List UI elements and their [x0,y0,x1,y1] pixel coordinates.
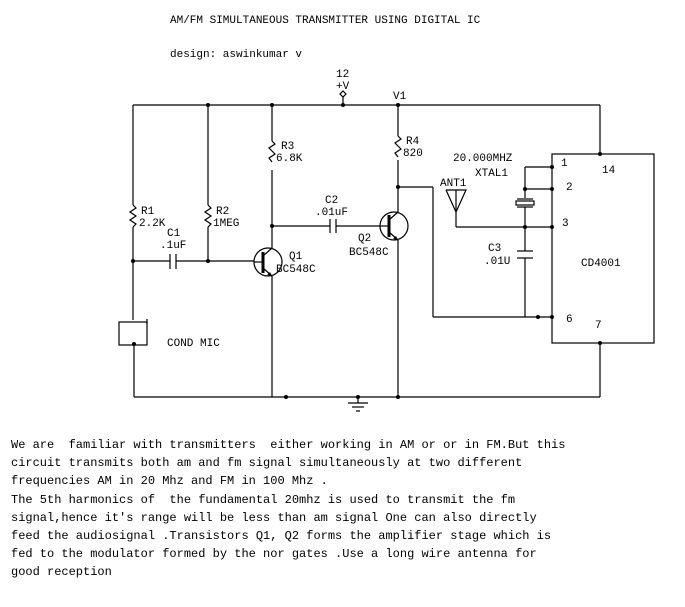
designer-credit: design: aswinkumar v [170,49,302,61]
r3-value: 6.8K [276,153,303,165]
resistor-r2 [203,105,213,263]
mic-label: COND MIC [167,338,220,350]
description-line: fed to the modulator formed by the nor g… [11,547,537,561]
antenna-icon [445,189,552,228]
r1-value: 2.2K [139,218,166,230]
description-line: good reception [11,565,112,579]
description-line: circuit transmits both am and fm signal … [11,456,523,470]
supply-plus-label: +V [336,81,350,93]
description-paragraph-1: We are familiar with transmitters either… [11,436,566,490]
transistor-q1-icon [253,247,283,397]
ic-pin-6: 6 [566,314,573,326]
ic-pin-14: 14 [602,165,616,177]
r1-ref: R1 [141,206,155,218]
c3-value: .01U [484,256,510,268]
ic-cd4001 [550,152,655,397]
description-paragraph-2: The 5th harmonics of the fundamental 20m… [11,491,551,581]
supply-voltage-label: 12 [336,69,349,81]
ic-pin-7: 7 [595,320,602,332]
description-line: We are familiar with transmitters either… [11,438,566,452]
capacitor-c1 [133,254,254,269]
q1-ref: Q1 [289,251,303,263]
top-supply-rail [133,103,601,154]
ic-pin-2: 2 [566,182,573,194]
c1-value: .1uF [160,240,186,252]
c3-ref: C3 [488,243,501,255]
ic-pin-3: 3 [562,218,569,230]
r4-value: 820 [403,148,423,160]
resistor-r4 [394,105,402,212]
r2-value: 1MEG [213,218,239,230]
q1-value: BC548C [276,264,316,276]
c2-ref: C2 [325,195,338,207]
capacitor-c2 [272,219,380,233]
r3-ref: R3 [281,141,294,153]
ground-icon [348,397,368,412]
ic-name: CD4001 [581,258,621,270]
description-line: signal,hence it's range will be less tha… [11,511,537,525]
supply-terminal-icon [339,90,347,105]
resistor-r3 [268,105,276,248]
q2-ref: Q2 [358,233,371,245]
ic-pin-1: 1 [561,158,568,170]
schematic-title: AM/FM SIMULTANEOUS TRANSMITTER USING DIG… [170,15,481,27]
condenser-mic-icon [118,319,148,397]
q2-value: BC548C [349,247,389,259]
c1-ref: C1 [167,228,181,240]
wire-q2-to-pin6 [398,186,554,319]
xtal-ref: XTAL1 [475,168,508,180]
description-line: feed the audiosignal .Transistors Q1, Q2… [11,529,552,543]
r4-ref: R4 [406,136,420,148]
capacitor-c3 [517,227,533,317]
antenna-ref: ANT1 [440,178,467,190]
node-v1-label: V1 [393,91,407,103]
circuit-schematic: AM/FM SIMULTANEOUS TRANSMITTER USING DIG… [118,15,655,412]
ground-rail [134,395,600,399]
xtal-value: 20.000MHZ [453,153,513,165]
r2-ref: R2 [216,206,229,218]
c2-value: .01uF [315,207,348,219]
crystal-xtal1-icon [515,166,554,229]
description-line: The 5th harmonics of the fundamental 20m… [11,493,516,507]
resistor-r1 [128,105,138,320]
description-line: frequencies AM in 20 Mhz and FM in 100 M… [11,474,328,488]
transistor-q2-icon [379,211,409,397]
